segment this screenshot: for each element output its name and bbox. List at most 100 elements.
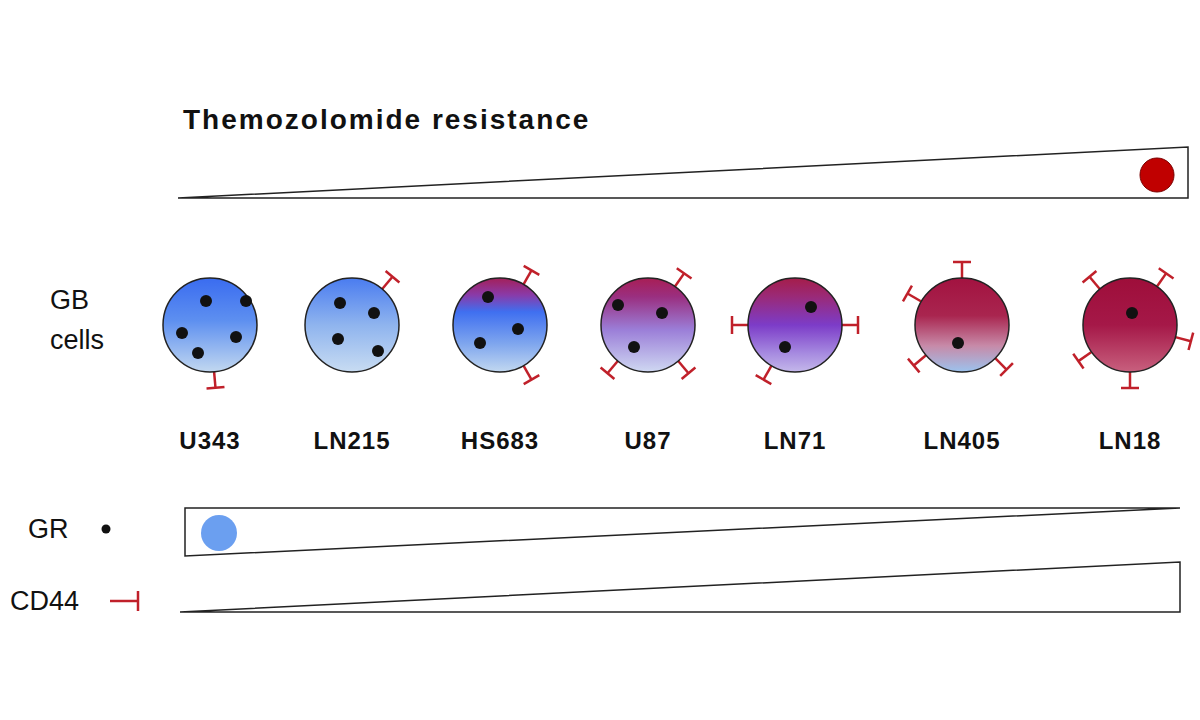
gr-dot-marker — [612, 299, 624, 311]
cd44-symbol-bar — [137, 591, 140, 611]
cd44-marker — [995, 358, 1013, 376]
cell-shape — [892, 255, 1032, 395]
gr-dot-marker — [482, 291, 494, 303]
cd44-stem — [907, 294, 921, 302]
gr-dot-marker — [372, 345, 384, 357]
cd44-marker — [953, 262, 971, 278]
cell-shape — [1060, 255, 1200, 395]
cell-node: HS683 — [430, 255, 570, 465]
cd44-marker — [382, 271, 399, 289]
cell-circle — [163, 278, 257, 372]
axis-label: Themozolomide resistance — [183, 100, 590, 140]
cell-shape — [430, 255, 570, 395]
cd44-bar — [524, 375, 540, 384]
cd44-bar — [677, 268, 692, 278]
cd44-stem — [214, 372, 215, 388]
cd44-bar — [601, 367, 615, 379]
cd44-marker — [678, 361, 695, 379]
cd44-bar — [756, 375, 772, 384]
cd44-bar — [1073, 354, 1083, 369]
gr-dot-marker — [474, 337, 486, 349]
cd44-bar — [1083, 271, 1097, 283]
cd44-stem — [382, 277, 392, 289]
cd44-symbol-stem — [110, 600, 138, 603]
cd44-marker — [1083, 271, 1100, 289]
cd44-stem — [842, 324, 858, 327]
cd44-stem — [1078, 352, 1091, 361]
resistance-wedge — [178, 147, 1188, 198]
cell-shape — [140, 255, 280, 395]
cell-node: U343 — [140, 255, 280, 465]
cd44-stem — [1090, 277, 1100, 289]
cell-node: U87 — [578, 255, 718, 465]
cd44-bar — [1189, 333, 1194, 350]
gr-dot-marker — [334, 297, 346, 309]
cd44-stem — [732, 324, 748, 327]
cd44-marker — [732, 316, 748, 334]
cd44-stem — [524, 270, 532, 284]
cell-line-name: LN18 — [1040, 427, 1200, 455]
cell-shape — [578, 255, 718, 395]
cell-line-name: LN71 — [705, 427, 885, 455]
cell-line-name: HS683 — [410, 427, 590, 455]
cd44-stem — [1157, 273, 1166, 286]
cd44-bar — [1121, 387, 1139, 390]
cd44-bar — [1159, 268, 1174, 278]
cd44-bar — [903, 286, 912, 302]
gr-dot-marker — [952, 337, 964, 349]
gr-dot — [201, 515, 237, 551]
gr-dot-marker — [1126, 307, 1138, 319]
cd44-bar — [682, 367, 696, 379]
cd44-stem — [608, 361, 618, 373]
gr-dot-marker — [512, 323, 524, 335]
cd44-bar — [1000, 363, 1013, 376]
gr-symbol — [102, 525, 111, 534]
cd44-marker — [524, 366, 540, 384]
cell-node: LN215 — [282, 255, 422, 465]
gr-dot-marker — [332, 333, 344, 345]
row-label: GB cells — [50, 280, 130, 360]
cd44-stem — [678, 361, 688, 373]
cd44-marker — [675, 268, 692, 286]
cd44-stem — [764, 366, 772, 380]
legend-text: GR — [28, 509, 69, 549]
cell-line-name: U343 — [120, 427, 300, 455]
cd44-marker — [1073, 352, 1091, 369]
cd44-bar — [953, 261, 971, 264]
cd44-wedge — [180, 562, 1180, 612]
cd44-stem — [914, 355, 926, 365]
cd44-stem — [524, 366, 532, 380]
cd44-bar — [731, 316, 734, 334]
cell-node: LN18 — [1060, 255, 1200, 465]
cell-circle — [305, 278, 399, 372]
gr-dot-marker — [192, 347, 204, 359]
cell-line-name: U87 — [558, 427, 738, 455]
cd44-bar — [207, 387, 225, 389]
cd44-marker — [207, 372, 225, 389]
cell-shape — [282, 255, 422, 395]
gr-dot-marker — [200, 295, 212, 307]
cell-circle — [1083, 278, 1177, 372]
gr-dot-marker — [176, 327, 188, 339]
cell-node: LN71 — [725, 255, 865, 465]
gr-dot-marker — [805, 301, 817, 313]
gr-dot-marker — [656, 307, 668, 319]
cd44-marker — [524, 266, 540, 284]
cd44-stem — [675, 273, 684, 286]
cell-circle — [601, 278, 695, 372]
cell-circle — [453, 278, 547, 372]
cd44-marker — [601, 361, 618, 379]
cell-shape — [725, 255, 865, 395]
cell-node: LN405 — [892, 255, 1032, 465]
cd44-stem — [961, 262, 964, 278]
legend-text: CD44 — [10, 581, 79, 621]
cell-line-name: LN405 — [872, 427, 1052, 455]
cd44-marker — [1157, 268, 1174, 286]
gr-dot-marker — [230, 331, 242, 343]
cd44-marker — [903, 286, 921, 302]
gr-dot-marker — [368, 307, 380, 319]
resistance-dot — [1140, 158, 1174, 192]
cd44-marker — [1175, 333, 1193, 350]
cd44-stem — [995, 358, 1006, 369]
cd44-bar — [857, 316, 860, 334]
